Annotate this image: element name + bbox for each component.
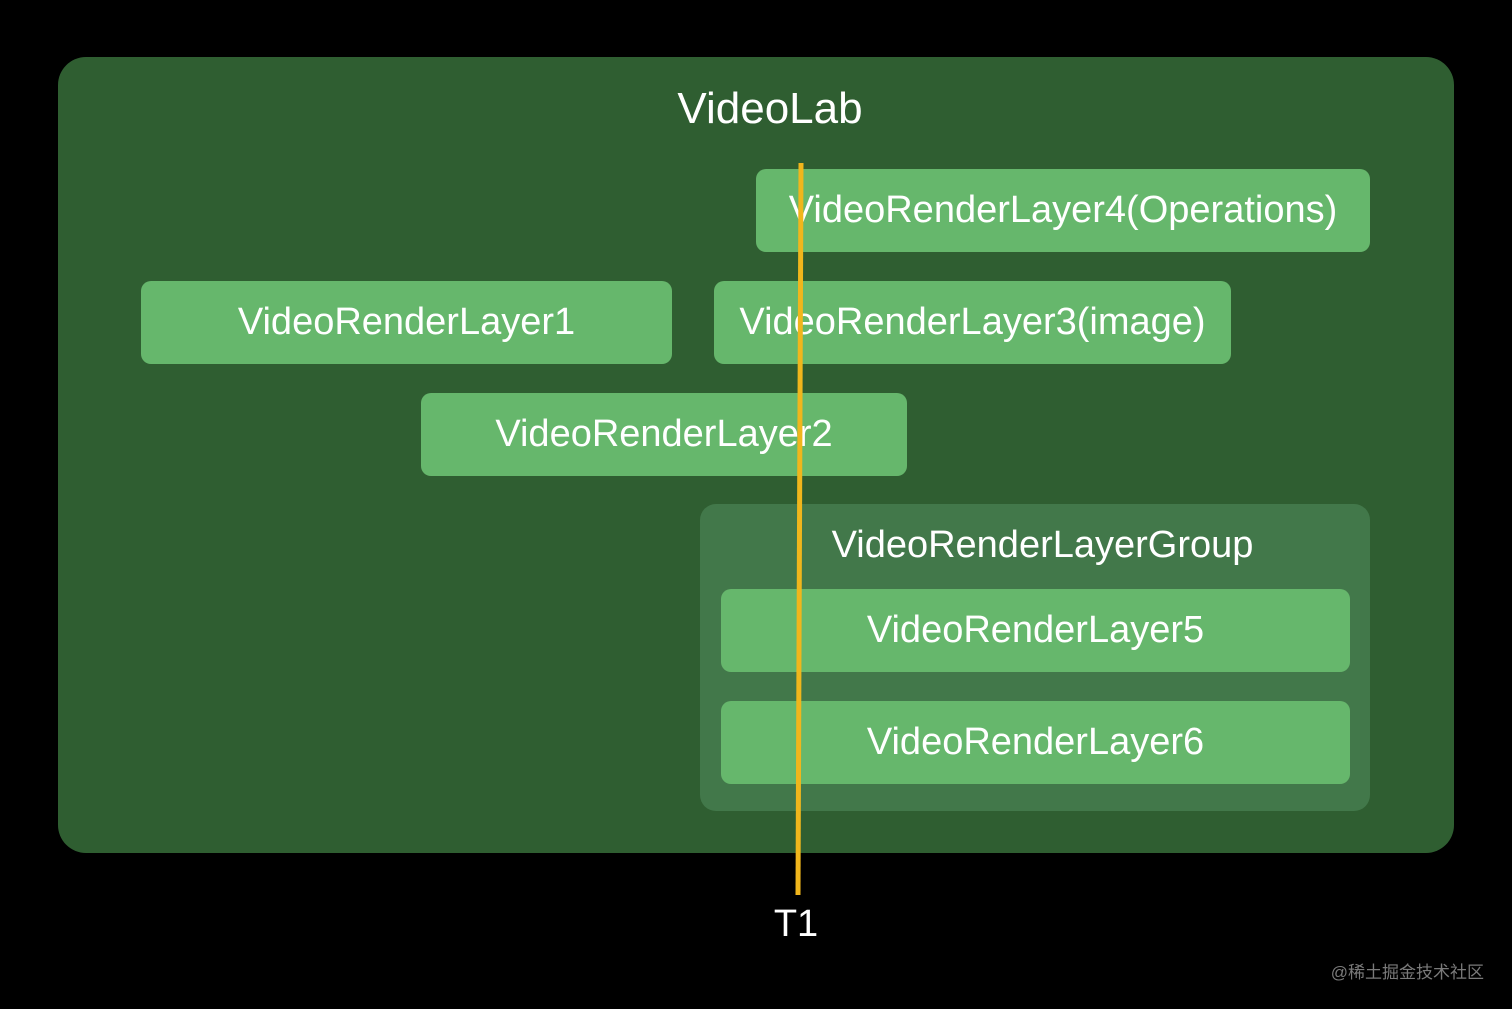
layer2-box: VideoRenderLayer2 [421, 393, 907, 476]
time-marker-label: T1 [773, 903, 819, 945]
layer-group-title: VideoRenderLayerGroup [831, 524, 1254, 566]
layer4-box: VideoRenderLayer4(Operations) [756, 169, 1370, 252]
watermark: @稀土掘金技术社区 [1330, 963, 1484, 982]
time-marker-stroke [795, 162, 804, 896]
layer5-box: VideoRenderLayer5 [721, 589, 1350, 672]
videolab-title: VideoLab [677, 84, 863, 133]
layer6-box: VideoRenderLayer6 [721, 701, 1350, 784]
layer1-box: VideoRenderLayer1 [141, 281, 672, 364]
